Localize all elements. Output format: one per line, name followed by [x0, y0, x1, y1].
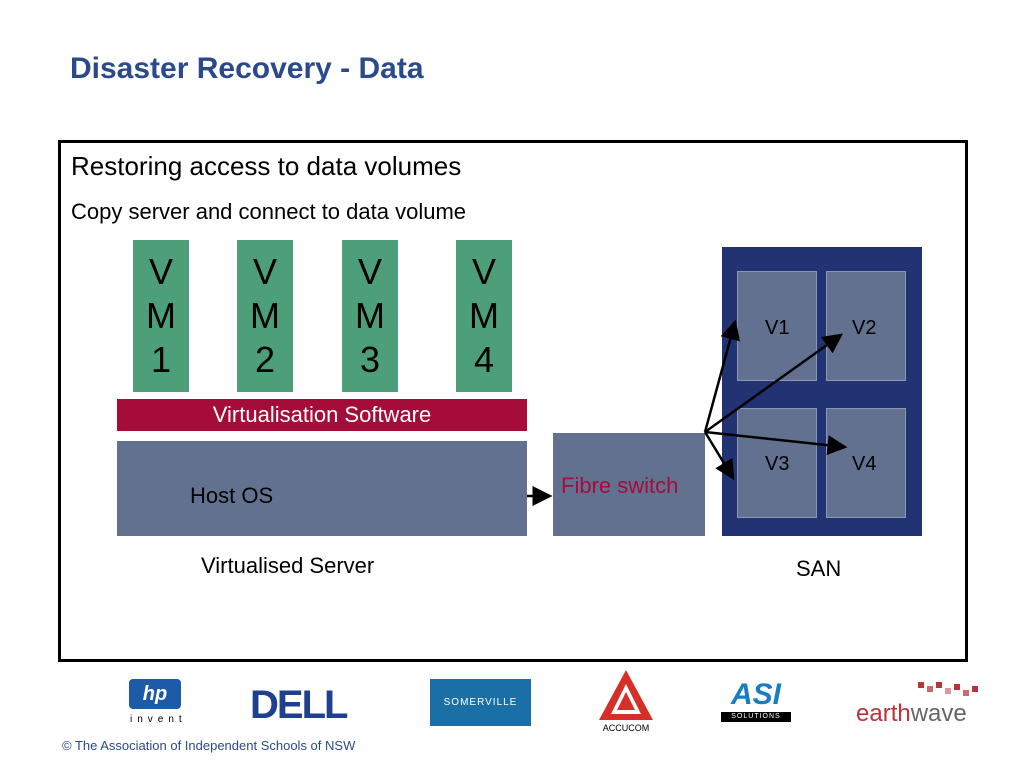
vm-1-line-1: V [148, 251, 173, 292]
san-enclosure: V1 V2 V3 V4 [722, 247, 922, 536]
hp-logo-mark: hp [129, 679, 181, 709]
dell-logo: DELL [250, 683, 348, 727]
asi-logo-tagline: SOLUTIONS [721, 712, 791, 722]
accucom-logo-text: ACCUCOM [603, 723, 650, 733]
vm-1-line-3: 1 [150, 339, 172, 380]
volume-v4-label: V4 [852, 453, 877, 475]
san-label: SAN [796, 556, 842, 581]
earthwave-pixel-icon [918, 682, 978, 696]
volume-v3-label: V3 [765, 453, 790, 475]
vm-3-line-1: V [357, 251, 382, 292]
earthwave-wordmark: earthwave [856, 700, 967, 728]
vm-2-line-1: V [252, 251, 277, 292]
vm-4-line-1: V [471, 251, 496, 292]
vm-2-block: V M 2 [237, 240, 293, 392]
vm-3-block: V M 3 [342, 240, 398, 392]
content-subheading: Copy server and connect to data volume [71, 199, 467, 224]
vm-1-line-2: M [146, 295, 176, 336]
vm-2-line-3: 2 [254, 339, 276, 380]
volume-v2-label: V2 [852, 317, 877, 339]
vm-4-block: V M 4 [456, 240, 512, 392]
hp-logo-tagline: invent [130, 714, 187, 725]
virtualisation-software-bar: Virtualisation Software [117, 399, 527, 431]
volume-v3: V3 [737, 408, 817, 518]
hp-logo: hp invent [126, 670, 186, 726]
host-os-box [117, 441, 527, 536]
vm-2-line-2: M [250, 295, 280, 336]
accucom-logo: ACCUCOM [593, 668, 659, 734]
volume-v1: V1 [737, 271, 817, 381]
vm-3-line-2: M [355, 295, 385, 336]
vm-4-line-3: 4 [473, 339, 495, 380]
fibre-switch-label: Fibre switch [561, 473, 679, 498]
volume-v2: V2 [826, 271, 906, 381]
volume-v1-label: V1 [765, 317, 790, 339]
earthwave-logo: earthwave [856, 680, 986, 728]
host-os-label: Host OS [190, 483, 274, 508]
vm-4-line-2: M [469, 295, 499, 336]
asi-logo: ASI SOLUTIONS [721, 680, 791, 724]
footer-copyright: © The Association of Independent Schools… [62, 738, 356, 753]
vm-3-line-3: 3 [359, 339, 381, 380]
somerville-logo: SOMERVILLE [430, 679, 531, 726]
asi-logo-mark: ASI [730, 678, 781, 711]
content-frame [58, 140, 968, 662]
accucom-triangle-icon: ACCUCOM [599, 670, 653, 733]
slide-title: Disaster Recovery - Data [70, 52, 424, 85]
content-heading: Restoring access to data volumes [71, 151, 462, 181]
volume-v4: V4 [826, 408, 906, 518]
earthwave-part-2: wave [910, 700, 967, 727]
vm-1-block: V M 1 [133, 240, 189, 392]
earthwave-part-1: earth [856, 700, 911, 727]
fibre-switch-box [553, 433, 705, 536]
virtualised-server-label: Virtualised Server [201, 553, 375, 578]
